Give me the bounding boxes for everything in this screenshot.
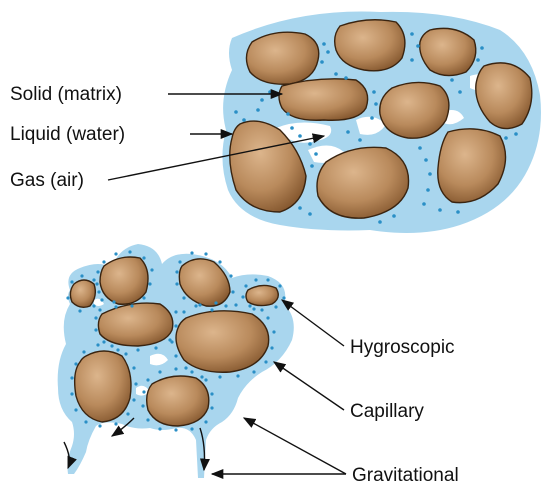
soil-grain — [335, 20, 405, 71]
soil-grain — [75, 351, 131, 422]
soil-grain — [70, 280, 95, 307]
label-gravitational: Gravitational — [352, 465, 459, 486]
soil-grain — [279, 79, 368, 120]
soil-grain — [176, 311, 269, 372]
soil-grain — [246, 32, 318, 84]
label-gas-air: Gas (air) — [10, 170, 84, 191]
saturated-soil-sample — [222, 12, 541, 234]
leader-capillary — [274, 362, 344, 410]
soil-grain — [246, 285, 278, 305]
label-liquid-water: Liquid (water) — [10, 124, 125, 145]
label-solid-matrix: Solid (matrix) — [10, 84, 122, 105]
label-capillary: Capillary — [350, 401, 424, 422]
soil-grain — [100, 257, 148, 304]
leader-gravitational-1 — [244, 418, 346, 474]
soil-grain — [420, 28, 476, 75]
drained-soil-sample — [58, 244, 294, 478]
gravity-flow-arrow — [64, 442, 69, 468]
soil-grain — [380, 82, 449, 138]
soil-grain — [147, 376, 209, 426]
label-hygroscopic: Hygroscopic — [350, 337, 455, 358]
